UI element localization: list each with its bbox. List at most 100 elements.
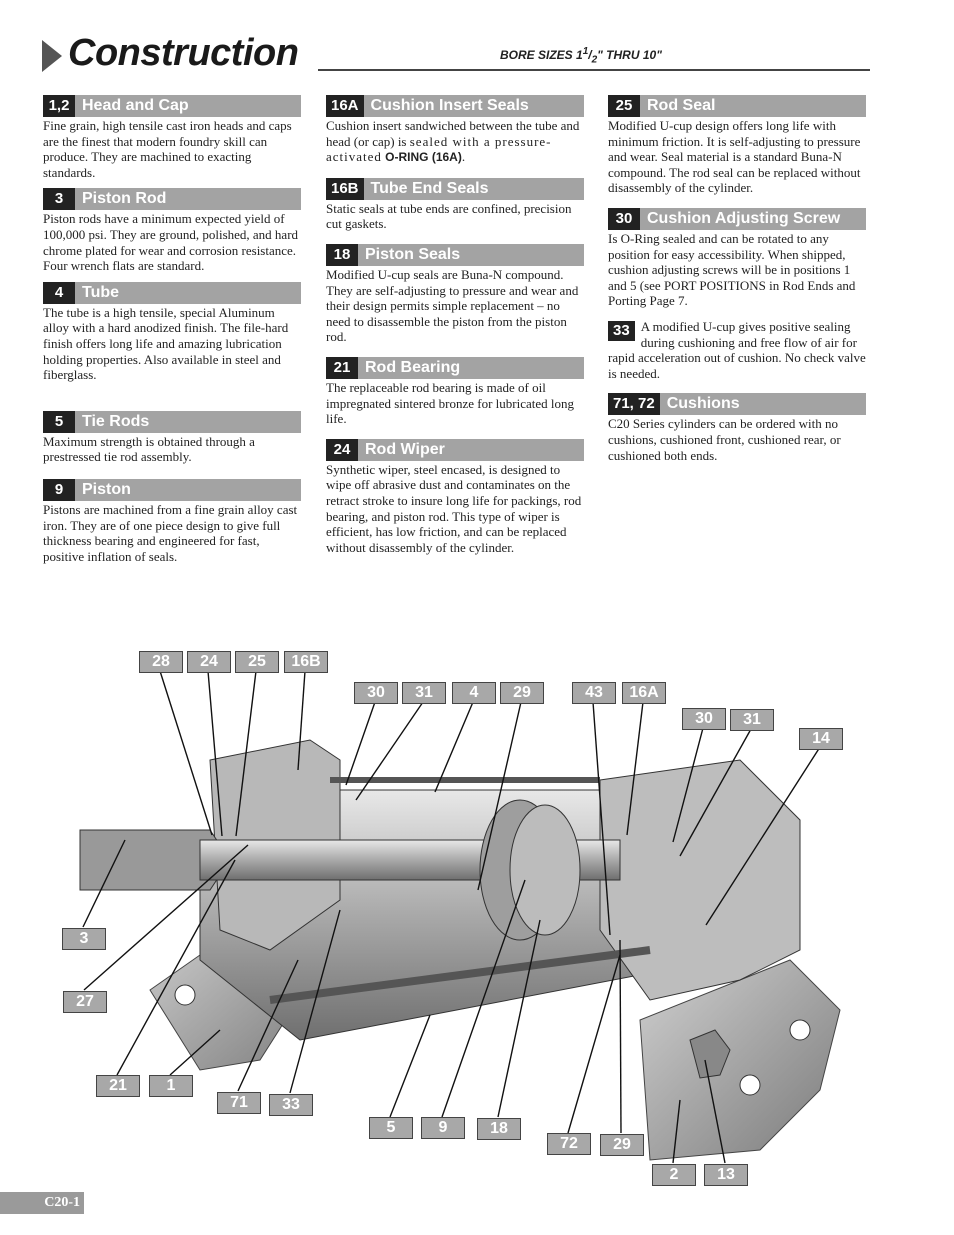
mounting-foot-rear [639,959,841,1161]
cylinder-cutaway-illustration [79,670,841,1164]
section-heading: 25 Rod Seal [608,95,866,117]
callout-label: 29 [500,682,544,704]
section-heading: 71, 72 Cushions [608,393,866,416]
section-label: Rod Seal [647,97,716,114]
part-number: 3 [43,188,75,211]
callout-label: 3 [62,928,106,950]
part-number: 18 [326,243,358,266]
bore-sizes-label: BORE SIZES 11/2" THRU 10" [500,46,662,66]
section-head-and-cap: 1,2 Head and Cap Fine grain, high tensile… [43,95,301,180]
section-heading: 30 Cushion Adjusting Screw [608,207,866,230]
section-text: The replaceable rod bearing is made of o… [326,379,574,427]
callout-label: 18 [477,1118,521,1140]
section-label: Head and Cap [82,97,189,114]
callout-label: 24 [187,651,231,673]
section-piston-seals: 18 Piston Seals Modified U-cup seals are … [326,243,584,345]
callout-label: 1 [149,1075,193,1097]
section-heading: 16A Cushion Insert Seals [326,95,584,117]
section-text: Maximum strength is obtained through a p… [43,433,255,465]
section-label: Piston [82,480,131,498]
section-heading: 18 Piston Seals [326,243,584,266]
section-heading: 1,2 Head and Cap [43,95,301,117]
section-cushions: 71, 72 Cushions C20 Series cylinders can … [608,393,866,463]
section-text: Modified U-cup seals are Buna-N compound… [326,266,579,345]
part-number: 21 [326,356,358,379]
section-label: Rod Bearing [365,358,461,376]
tie-rod-nut [689,1029,731,1079]
section-piston: 9 Piston Pistons are machined from a fine… [43,478,301,564]
callout-label: 72 [547,1133,591,1155]
header-arrow-icon [42,40,62,72]
callout-label: 31 [730,709,774,731]
callout-label: 9 [421,1117,465,1139]
callout-label: 31 [402,682,446,704]
callout-label: 30 [682,708,726,730]
header-rule [318,69,870,71]
section-text: Synthetic wiper, steel encased, is desig… [326,461,582,555]
section-text: C20 Series cylinders can be ordered with… [608,416,841,463]
part-number: 5 [43,410,75,433]
callout-label: 16B [284,651,328,673]
section-rod-wiper: 24 Rod Wiper Synthetic wiper, steel encas… [326,438,584,556]
section-piston-rod: 3 Piston Rod Piston rods have a minimum e… [43,188,301,273]
part-number: 25 [608,95,640,117]
section-text: Cushion insert sandwiched between the tu… [326,118,580,165]
bolt-hole [789,1019,811,1041]
section-label: Rod Wiper [365,440,445,458]
part-number: 30 [608,207,640,230]
section-label: Piston Rod [82,190,167,208]
callout-label: 4 [452,682,496,704]
callout-label: 43 [572,682,616,704]
column-3: 25 Rod Seal Modified U-cup design offers … [608,95,866,471]
section-heading: 9 Piston [43,478,301,501]
section-heading: 21 Rod Bearing [326,356,584,379]
callout-label: 27 [63,991,107,1013]
section-label: Tie Rods [82,412,150,430]
section-label: Piston Seals [365,245,461,263]
section-text: Static seals at tube ends are confined, … [326,200,572,232]
section-text: Modified U-cup design offers long life w… [608,118,861,196]
section-label: Cushions [666,395,740,413]
section-text: Is O-Ring sealed and can be rotated to a… [608,230,856,309]
section-text: The tube is a high tensile, special Alum… [43,304,289,383]
section-rod-seal: 25 Rod Seal Modified U-cup design offers … [608,95,866,196]
callout-label: 33 [269,1094,313,1116]
part-number: 4 [43,281,75,304]
section-label: Cushion Insert Seals [370,97,529,114]
section-label: Tube [82,283,120,301]
rear-cap [599,759,801,1001]
callout-label: 13 [704,1164,748,1186]
section-heading: 5 Tie Rods [43,410,301,433]
part-number: 16A [326,95,364,117]
part-number: 1,2 [43,95,75,117]
part-number: 33 [608,320,635,341]
callout-label: 2 [652,1164,696,1186]
callout-label: 16A [622,682,666,704]
bolt-hole [739,1074,761,1096]
section-cushion-insert-seals: 16A Cushion Insert Seals Cushion insert s… [326,95,584,166]
column-2: 16A Cushion Insert Seals Cushion insert s… [326,95,584,563]
callout-label: 21 [96,1075,140,1097]
section-tube: 4 Tube The tube is a high tensile, specia… [43,281,301,383]
leader-lines [82,670,821,1164]
section-label: Cushion Adjusting Screw [647,209,841,227]
part-number: 24 [326,438,358,461]
section-rod-bearing: 21 Rod Bearing The replaceable rod bearin… [326,356,584,427]
bolt-hole [174,984,196,1006]
callout-label: 29 [600,1134,644,1156]
section-label: Tube End Seals [370,179,489,197]
section-text: Pistons are machined from a fine grain a… [43,501,298,564]
tie-rod [269,946,651,1004]
callout-label: 71 [217,1092,261,1114]
callout-label: 30 [354,682,398,704]
part-number: 71, 72 [608,393,660,416]
section-cushion-adjusting-screw: 30 Cushion Adjusting Screw Is O-Ring seal… [608,207,866,309]
section-text: Fine grain, high tensile cast iron heads… [43,118,292,180]
section-heading: 24 Rod Wiper [326,438,584,461]
part-number: 9 [43,478,75,501]
section-text: Piston rods have a minimum expected yiel… [43,211,299,274]
